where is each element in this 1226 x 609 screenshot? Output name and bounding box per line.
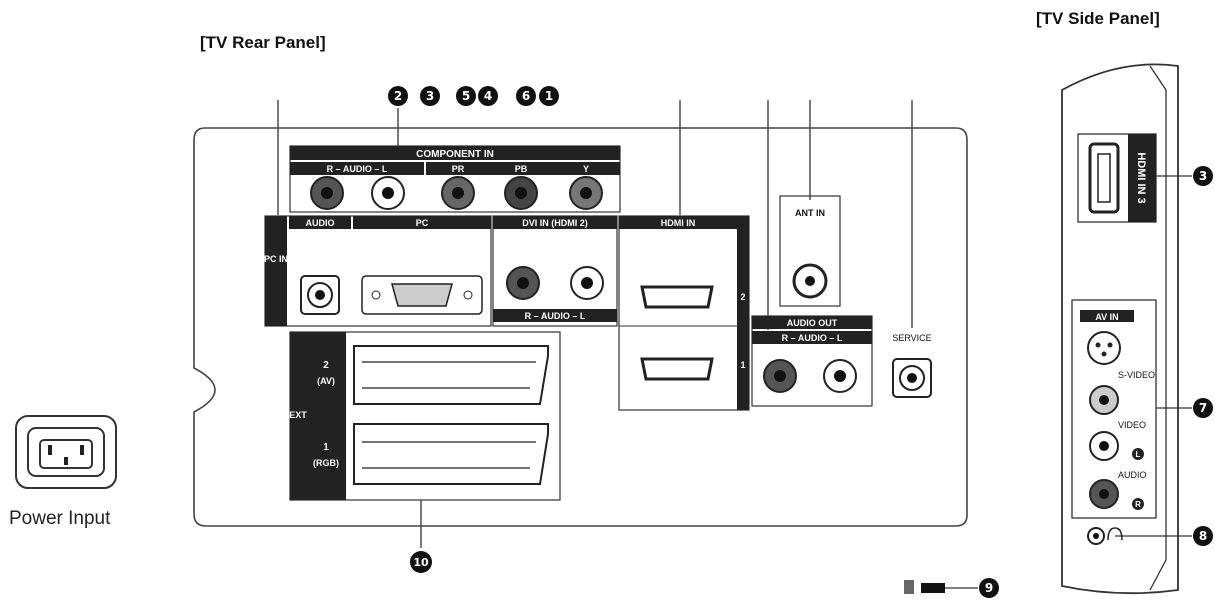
- kensington-lock: [904, 580, 945, 594]
- callout-10: 10: [410, 551, 432, 573]
- pc-audio-label: AUDIO: [306, 218, 335, 228]
- ext-2-label: 2: [323, 360, 329, 371]
- svg-text:2: 2: [394, 89, 402, 103]
- callout-side-av: 7: [1193, 398, 1213, 418]
- callout-9: 9: [979, 578, 999, 598]
- component-pb-label: PB: [515, 164, 528, 174]
- svg-text:8: 8: [1199, 529, 1207, 543]
- svg-text:3: 3: [1199, 169, 1207, 183]
- ext-scart-block: EXT 2 (AV) 1 (RGB): [289, 331, 561, 501]
- side-av-in-label: AV IN: [1095, 312, 1118, 322]
- hdmi-in-block: HDMI IN 2 1: [618, 215, 750, 411]
- component-audio-label: R – AUDIO – L: [327, 164, 388, 174]
- hdmi-port-1-label: 1: [740, 360, 745, 370]
- svg-text:7: 7: [1199, 401, 1207, 415]
- callout-1: 1: [539, 86, 559, 106]
- ext-2-sub-label: (AV): [317, 376, 335, 386]
- svg-text:4: 4: [484, 89, 492, 103]
- callout-4: 4: [478, 86, 498, 106]
- svg-text:10: 10: [413, 556, 429, 569]
- component-in-label: COMPONENT IN: [416, 149, 494, 160]
- ant-in-block: ANT IN: [779, 195, 841, 307]
- pc-in-block: PC IN AUDIO PC: [264, 215, 492, 327]
- ext-1-label: 1: [323, 442, 329, 453]
- side-video-label: VIDEO: [1118, 420, 1146, 430]
- side-audio-label: AUDIO: [1118, 470, 1147, 480]
- svg-text:6: 6: [522, 89, 530, 103]
- dvi-in-block: DVI IN (HDMI 2) R – AUDIO – L: [492, 215, 618, 327]
- hdmi-port-2-label: 2: [740, 292, 745, 302]
- side-panel-title: [TV Side Panel]: [1036, 9, 1160, 28]
- ant-in-label: ANT IN: [795, 208, 825, 218]
- svg-text:3: 3: [426, 89, 434, 103]
- power-input-label: Power Input: [9, 508, 111, 529]
- pc-label: PC: [416, 218, 429, 228]
- dvi-audio-label: R – AUDIO – L: [525, 311, 586, 321]
- rear-panel-title: [TV Rear Panel]: [200, 33, 326, 52]
- ext-1-sub-label: (RGB): [313, 458, 339, 468]
- service-block: SERVICE: [892, 333, 932, 398]
- leader-lines: [277, 100, 1192, 589]
- callout-5: 5: [456, 86, 476, 106]
- callout-2: 2: [388, 86, 408, 106]
- side-s-video-label: S-VIDEO: [1118, 370, 1155, 380]
- side-panel: HDMI IN 3 AV IN S-VIDEO VIDEO AUDIO L R: [1061, 63, 1179, 595]
- callout-side-headphone: 8: [1193, 526, 1213, 546]
- power-socket: [15, 415, 117, 489]
- component-y-label: Y: [583, 164, 589, 174]
- audio-out-block: AUDIO OUT R – AUDIO – L: [751, 315, 873, 407]
- callout-3: 3: [420, 86, 440, 106]
- ext-label: EXT: [289, 410, 307, 420]
- hdmi-in-label: HDMI IN: [661, 218, 696, 228]
- side-l-label: L: [1136, 450, 1141, 459]
- svg-text:1: 1: [545, 89, 553, 103]
- svg-text:9: 9: [985, 581, 993, 595]
- service-label: SERVICE: [892, 333, 931, 343]
- svg-text:5: 5: [462, 89, 470, 103]
- callout-side-hdmi: 3: [1193, 166, 1213, 186]
- audio-out-rl-label: R – AUDIO – L: [782, 333, 843, 343]
- side-hdmi-label: HDMI IN 3: [1135, 152, 1147, 203]
- component-pr-label: PR: [452, 164, 465, 174]
- pc-in-label: PC IN: [264, 254, 288, 264]
- dvi-in-label: DVI IN (HDMI 2): [522, 218, 588, 228]
- side-r-label: R: [1135, 500, 1141, 509]
- component-in-block: COMPONENT IN R – AUDIO – L PR PB Y: [289, 145, 621, 213]
- audio-out-label: AUDIO OUT: [787, 318, 838, 328]
- callout-6: 6: [516, 86, 536, 106]
- rear-panel-outline: [193, 127, 968, 527]
